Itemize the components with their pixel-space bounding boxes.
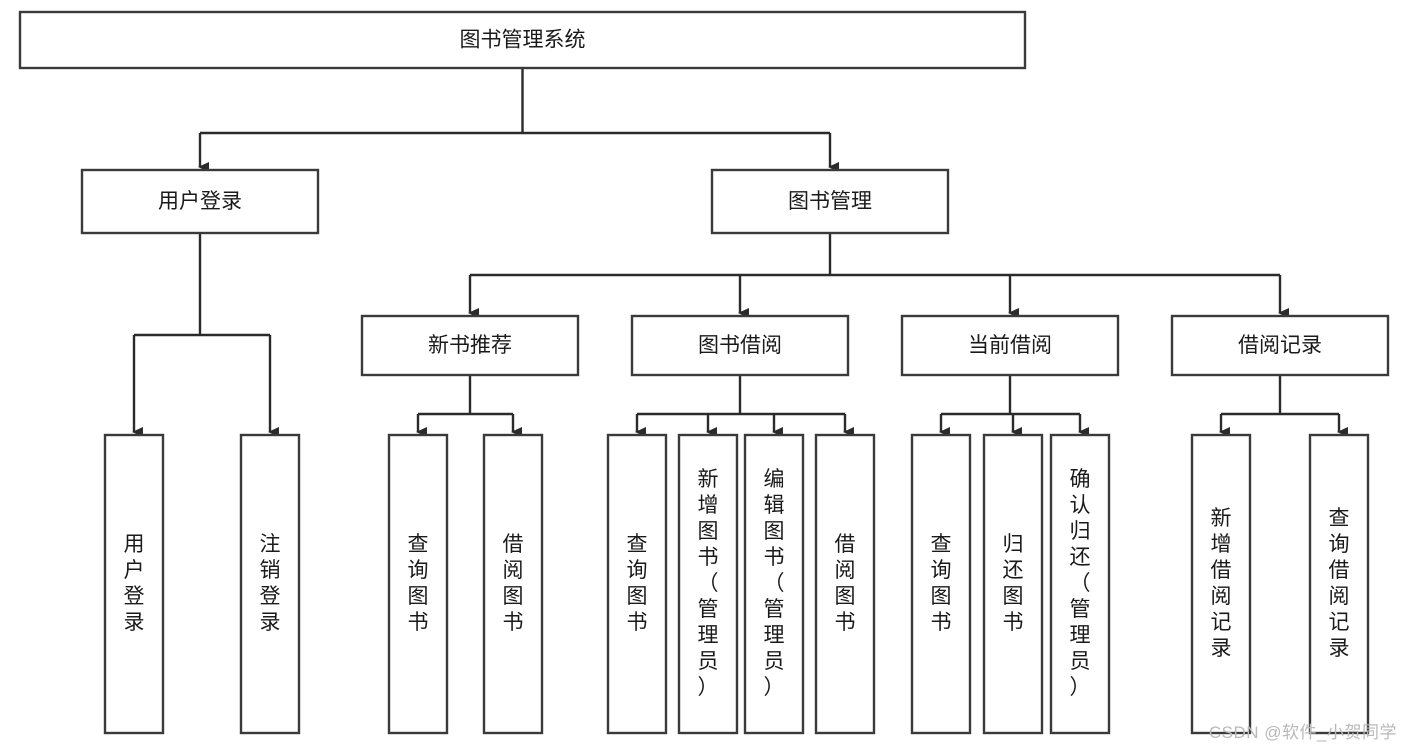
node-root-label: 图书管理系统: [460, 29, 586, 52]
node-leaf-query-book-2-label: 查询图书: [627, 533, 648, 634]
node-leaf-borrow-book-2-box[interactable]: [814, 433, 876, 735]
node-new-book-rec[interactable]: 新书推荐: [360, 314, 580, 377]
node-book-manage-label: 图书管理: [788, 190, 872, 213]
node-new-book-rec-label: 新书推荐: [428, 334, 512, 357]
node-leaf-edit-book[interactable]: 编辑图书（管理员）: [743, 433, 805, 735]
node-user-login-box[interactable]: [80, 168, 320, 235]
node-leaf-confirm-return-label: 确认归还（管理员）: [1070, 468, 1091, 699]
nodes-layer: 图书管理系统用户登录图书管理新书推荐图书借阅当前借阅借阅记录用户登录注销登录查询…: [18, 10, 1390, 735]
node-borrow-record-label: 借阅记录: [1238, 334, 1322, 357]
node-root-box[interactable]: [18, 10, 1027, 70]
node-book-borrow[interactable]: 图书借阅: [630, 314, 850, 377]
node-leaf-edit-book-box[interactable]: [743, 433, 805, 735]
node-leaf-logout-label: 注销登录: [260, 533, 281, 634]
node-leaf-user-login[interactable]: 用户登录: [103, 433, 165, 735]
node-borrow-record-box[interactable]: [1170, 314, 1390, 377]
node-current-borrow-box[interactable]: [900, 314, 1120, 377]
node-leaf-add-record-box[interactable]: [1190, 433, 1252, 735]
node-leaf-return-book[interactable]: 归还图书: [982, 433, 1044, 735]
node-leaf-query-book-1-label: 查询图书: [408, 533, 429, 634]
node-current-borrow-label: 当前借阅: [968, 334, 1052, 357]
node-new-book-rec-box[interactable]: [360, 314, 580, 377]
node-leaf-logout[interactable]: 注销登录: [239, 433, 301, 735]
node-leaf-borrow-book-2-label: 借阅图书: [835, 533, 856, 634]
node-book-manage[interactable]: 图书管理: [710, 168, 950, 235]
node-leaf-borrow-book-1-box[interactable]: [482, 433, 544, 735]
node-leaf-borrow-book-1[interactable]: 借阅图书: [482, 433, 544, 735]
node-leaf-query-record[interactable]: 查询借阅记录: [1308, 433, 1370, 735]
node-leaf-confirm-return[interactable]: 确认归还（管理员）: [1049, 433, 1111, 735]
node-book-manage-box[interactable]: [710, 168, 950, 235]
node-leaf-query-record-box[interactable]: [1308, 433, 1370, 735]
node-leaf-query-book-1[interactable]: 查询图书: [387, 433, 449, 735]
node-leaf-add-book-label: 新增图书（管理员）: [698, 468, 719, 699]
node-leaf-logout-box[interactable]: [239, 433, 301, 735]
node-leaf-user-login-label: 用户登录: [124, 533, 145, 634]
node-leaf-query-book-3-label: 查询图书: [931, 533, 952, 634]
node-user-login[interactable]: 用户登录: [80, 168, 320, 235]
node-current-borrow[interactable]: 当前借阅: [900, 314, 1120, 377]
node-leaf-add-record[interactable]: 新增借阅记录: [1190, 433, 1252, 735]
node-leaf-return-book-label: 归还图书: [1003, 533, 1024, 634]
node-book-borrow-box[interactable]: [630, 314, 850, 377]
node-user-login-label: 用户登录: [158, 190, 242, 213]
node-leaf-add-book-box[interactable]: [677, 433, 739, 735]
node-leaf-add-record-label: 新增借阅记录: [1211, 507, 1232, 660]
node-leaf-add-book[interactable]: 新增图书（管理员）: [677, 433, 739, 735]
node-book-borrow-label: 图书借阅: [698, 334, 782, 357]
node-leaf-query-book-2[interactable]: 查询图书: [606, 433, 668, 735]
node-leaf-query-record-label: 查询借阅记录: [1329, 507, 1350, 660]
edges-layer: [132, 68, 1348, 437]
node-leaf-user-login-box[interactable]: [103, 433, 165, 735]
node-leaf-confirm-return-box[interactable]: [1049, 433, 1111, 735]
node-borrow-record[interactable]: 借阅记录: [1170, 314, 1390, 377]
node-leaf-return-book-box[interactable]: [982, 433, 1044, 735]
node-leaf-query-book-1-box[interactable]: [387, 433, 449, 735]
node-leaf-query-book-3-box[interactable]: [910, 433, 972, 735]
node-leaf-borrow-book-1-label: 借阅图书: [503, 533, 524, 634]
node-leaf-borrow-book-2[interactable]: 借阅图书: [814, 433, 876, 735]
node-leaf-query-book-3[interactable]: 查询图书: [910, 433, 972, 735]
node-leaf-query-book-2-box[interactable]: [606, 433, 668, 735]
node-root[interactable]: 图书管理系统: [18, 10, 1027, 70]
node-leaf-edit-book-label: 编辑图书（管理员）: [764, 468, 785, 699]
